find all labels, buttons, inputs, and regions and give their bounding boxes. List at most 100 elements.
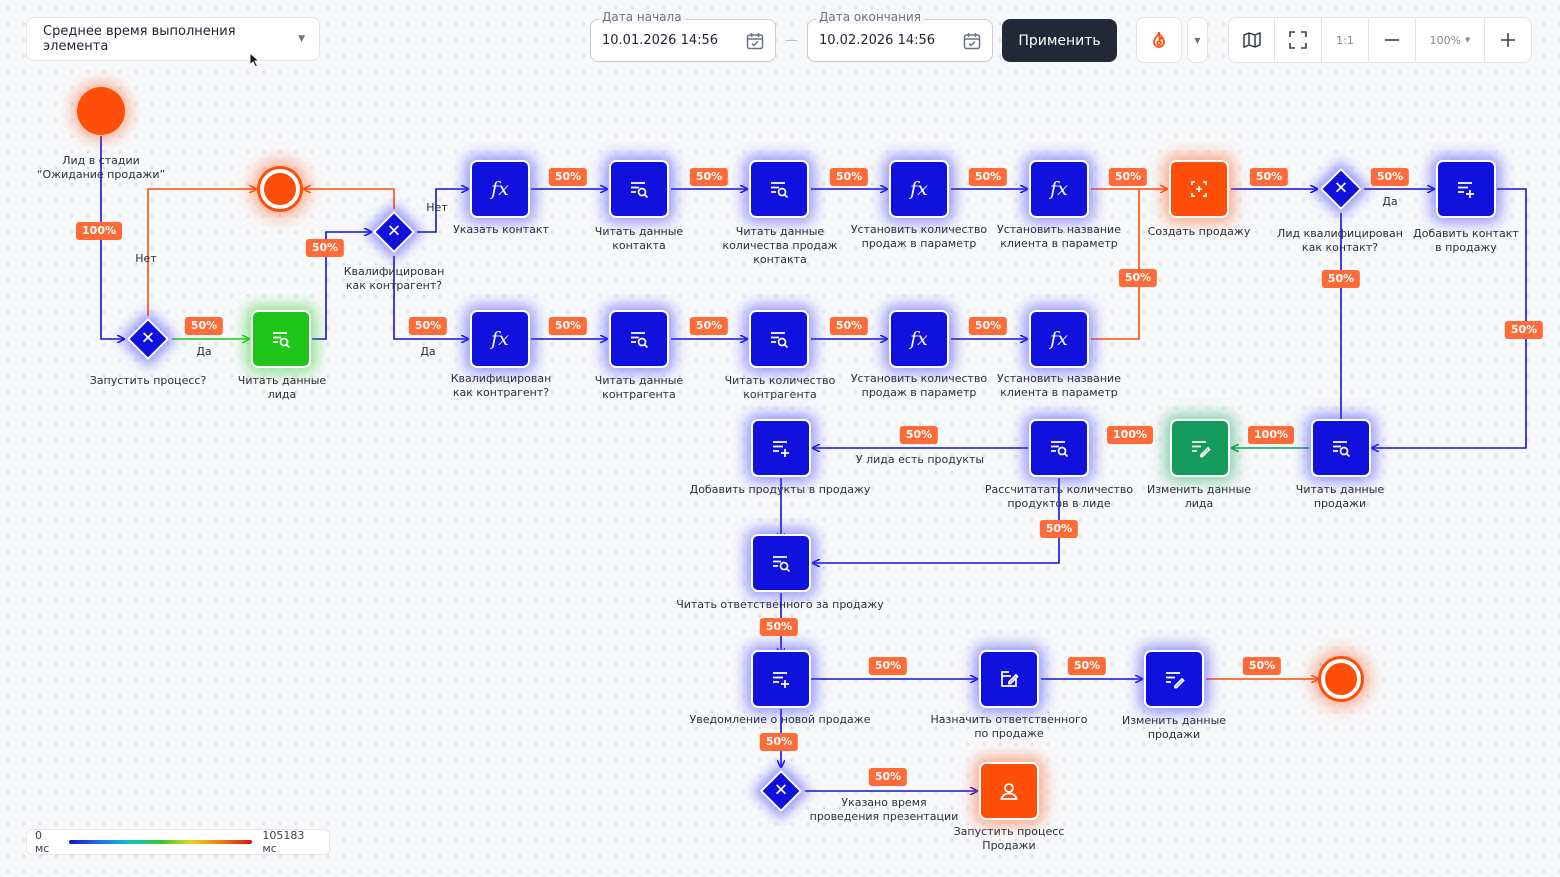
task-add-contact-to-sale[interactable] [1436, 160, 1496, 218]
task-read-responsible[interactable] [751, 534, 811, 592]
task-assign-responsible[interactable] [979, 650, 1039, 708]
task-create-sale[interactable] [1169, 160, 1229, 218]
task-set-sales-count-1[interactable]: fx [889, 160, 949, 218]
zoom-select[interactable]: 100% ▼ [1416, 18, 1485, 62]
node-label: Установить количество продаж в параметр [850, 223, 988, 250]
date-end-field[interactable]: Дата окончания 10.02.2026 14:56 [807, 10, 993, 62]
flame-icon [1153, 31, 1165, 48]
edge-label-no: Нет [426, 201, 448, 214]
search-list-icon [773, 556, 791, 573]
percent-badge: 50% [1249, 168, 1289, 186]
node-label: Читать данные контакта [594, 225, 684, 252]
node-label: Читать данные количества продаж контакта [722, 225, 838, 266]
function-icon: fx [1050, 328, 1068, 350]
date-range-separator [786, 40, 797, 41]
percent-badge: 50% [759, 618, 799, 636]
add-list-icon [773, 672, 789, 688]
percent-badge: 50% [1370, 168, 1410, 186]
percent-badge: 50% [968, 168, 1008, 186]
edge-label-yes: Да [1382, 195, 1398, 208]
task-qualified-counterparty[interactable]: fx [470, 310, 530, 368]
plus-icon [1501, 33, 1515, 47]
percent-badge: 50% [548, 168, 588, 186]
heatmap-toggle-button[interactable] [1136, 17, 1182, 63]
create-record-icon [1191, 181, 1207, 197]
task-set-sales-count-2[interactable]: fx [889, 310, 949, 368]
apply-button[interactable]: Применить [1002, 19, 1117, 62]
zoom-out-button[interactable] [1369, 18, 1416, 62]
minimap-button[interactable] [1229, 18, 1275, 62]
node-label: Изменить данные лида [1146, 483, 1252, 510]
mouse-cursor [249, 52, 261, 68]
task-start-sales-process[interactable] [979, 762, 1039, 820]
start-event[interactable] [77, 87, 125, 135]
fullscreen-button[interactable] [1275, 18, 1322, 62]
percent-badge: 50% [1242, 657, 1282, 675]
percent-badge: 50% [689, 168, 729, 186]
node-label: Запустить процесс? [89, 374, 207, 387]
view-controls: 1:1 100% ▼ [1228, 17, 1532, 63]
date-start-value: 10.01.2026 14:56 [602, 33, 719, 48]
end-event[interactable] [1321, 659, 1361, 699]
node-label: Читать данные лида [237, 374, 327, 401]
edit-window-icon [1001, 671, 1019, 687]
node-label: Добавить контакт в продажу [1413, 227, 1519, 254]
fit-one-to-one-button[interactable]: 1:1 [1322, 18, 1369, 62]
chevron-down-icon: ▼ [298, 34, 305, 44]
percent-badge: 50% [408, 317, 448, 335]
zoom-value: 100% [1429, 33, 1462, 47]
edge-label-lead-has-products: У лида есть продукты [855, 453, 985, 466]
node-label: Установить название клиента в параметр [997, 372, 1121, 399]
end-event[interactable] [260, 169, 300, 209]
search-list-icon [771, 332, 789, 349]
task-read-lead[interactable] [251, 310, 311, 368]
calendar-icon[interactable] [745, 31, 765, 51]
date-start-field[interactable]: Дата начала 10.01.2026 14:56 [590, 10, 776, 62]
task-notify-sale[interactable] [751, 650, 811, 708]
zoom-in-button[interactable] [1485, 18, 1531, 62]
task-read-contact[interactable] [609, 160, 669, 218]
calendar-icon[interactable] [962, 31, 982, 51]
node-label: Читать количество контрагента [724, 374, 836, 401]
close-icon: ✕ [386, 221, 402, 242]
search-list-icon [1051, 441, 1069, 458]
task-add-products[interactable] [751, 419, 811, 477]
legend-max: 105183 мс [262, 829, 305, 855]
metric-select[interactable]: Среднее время выполнения элемента ▼ [26, 17, 320, 61]
add-list-icon [773, 441, 789, 457]
task-calc-products[interactable] [1029, 419, 1089, 477]
edge-label-no: Нет [135, 252, 157, 265]
percent-badge: 50% [305, 239, 345, 257]
metric-select-label: Среднее время выполнения элемента [43, 24, 236, 54]
date-end-label: Дата окончания [816, 10, 924, 24]
task-change-lead[interactable] [1170, 419, 1230, 477]
heat-legend: 0 мс 105183 мс [26, 829, 330, 855]
node-label: Изменить данные продажи [1121, 714, 1227, 741]
function-icon: fx [491, 178, 509, 200]
percent-badge: 50% [868, 768, 908, 786]
task-set-contact[interactable]: fx [470, 160, 530, 218]
task-read-sale[interactable] [1311, 419, 1371, 477]
close-icon: ✕ [1333, 178, 1349, 199]
percent-badge: 100% [1248, 426, 1294, 444]
task-set-client-name-2[interactable]: fx [1029, 310, 1089, 368]
task-read-sales-count-contact[interactable] [749, 160, 809, 218]
percent-badge: 50% [868, 657, 908, 675]
close-icon: ✕ [140, 328, 156, 349]
percent-badge: 50% [689, 317, 729, 335]
percent-badge: 50% [1067, 657, 1107, 675]
task-read-counterparty-count[interactable] [749, 310, 809, 368]
node-label: Добавить продукты в продажу [689, 483, 871, 496]
task-change-sale[interactable] [1144, 650, 1204, 708]
task-read-counterparty[interactable] [609, 310, 669, 368]
heatmap-dropdown-button[interactable]: ▼ [1187, 17, 1208, 63]
edge-label-yes: Да [196, 345, 212, 358]
legend-min: 0 мс [35, 829, 50, 855]
percent-badge: 50% [968, 317, 1008, 335]
percent-badge: 50% [829, 317, 869, 335]
legend-gradient [69, 840, 253, 844]
percent-badge: 100% [1107, 426, 1153, 444]
task-set-client-name-1[interactable]: fx [1029, 160, 1089, 218]
percent-badge: 50% [1039, 520, 1079, 538]
search-list-icon [631, 182, 649, 199]
